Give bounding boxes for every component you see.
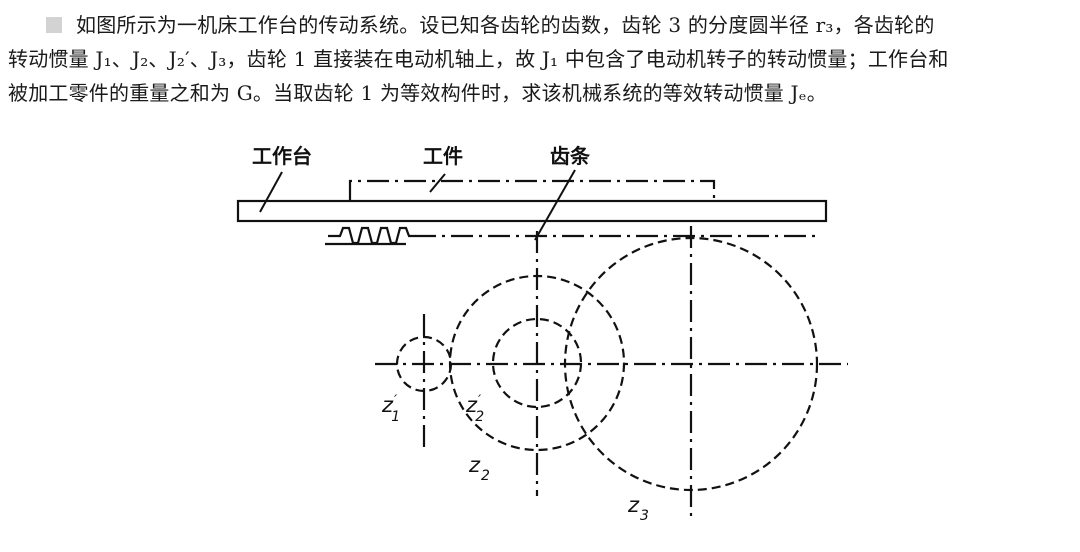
problem-line-1: 如图所示为一机床工作台的传动系统。设已知各齿轮的齿数，齿轮 3 的分度圆半径 r… <box>8 8 1072 42</box>
rack-teeth <box>328 226 414 245</box>
problem-text-1: 如图所示为一机床工作台的传动系统。设已知各齿轮的齿数，齿轮 3 的分度圆半径 r… <box>76 13 935 37</box>
workpiece-outline <box>348 179 716 201</box>
worktable-plate <box>236 199 828 223</box>
leader-rack <box>534 169 576 241</box>
label-worktable: 工作台 <box>252 144 312 168</box>
diagram-svg: 工作台 工件 齿条 z′1 z′2 z2 z3 <box>236 144 848 524</box>
transmission-diagram: 工作台 工件 齿条 z′1 z′2 z2 z3 <box>230 136 850 530</box>
problem-statement: 如图所示为一机床工作台的传动系统。设已知各齿轮的齿数，齿轮 3 的分度圆半径 r… <box>8 8 1072 110</box>
label-z2-prime: z′2 <box>465 393 484 425</box>
label-z3: z3 <box>627 493 649 524</box>
gear-z3 <box>563 236 819 492</box>
gear-z2 <box>448 274 626 452</box>
label-z1-prime: z′1 <box>381 393 400 425</box>
bullet-marker <box>46 17 62 33</box>
problem-line-3: 被加工零件的重量之和为 G。当取齿轮 1 为等效构件时，求该机械系统的等效转动惯… <box>8 81 827 105</box>
gear-z2-prime <box>491 317 583 409</box>
problem-line-2: 转动惯量 J₁、J₂、J₂′、J₃，齿轮 1 直接装在电动机轴上，故 J₁ 中包… <box>8 47 949 71</box>
label-z2: z2 <box>468 453 490 484</box>
leader-workpiece <box>429 173 446 193</box>
leader-worktable <box>259 171 283 213</box>
label-rack: 齿条 <box>550 144 591 168</box>
label-workpiece: 工件 <box>423 144 463 168</box>
